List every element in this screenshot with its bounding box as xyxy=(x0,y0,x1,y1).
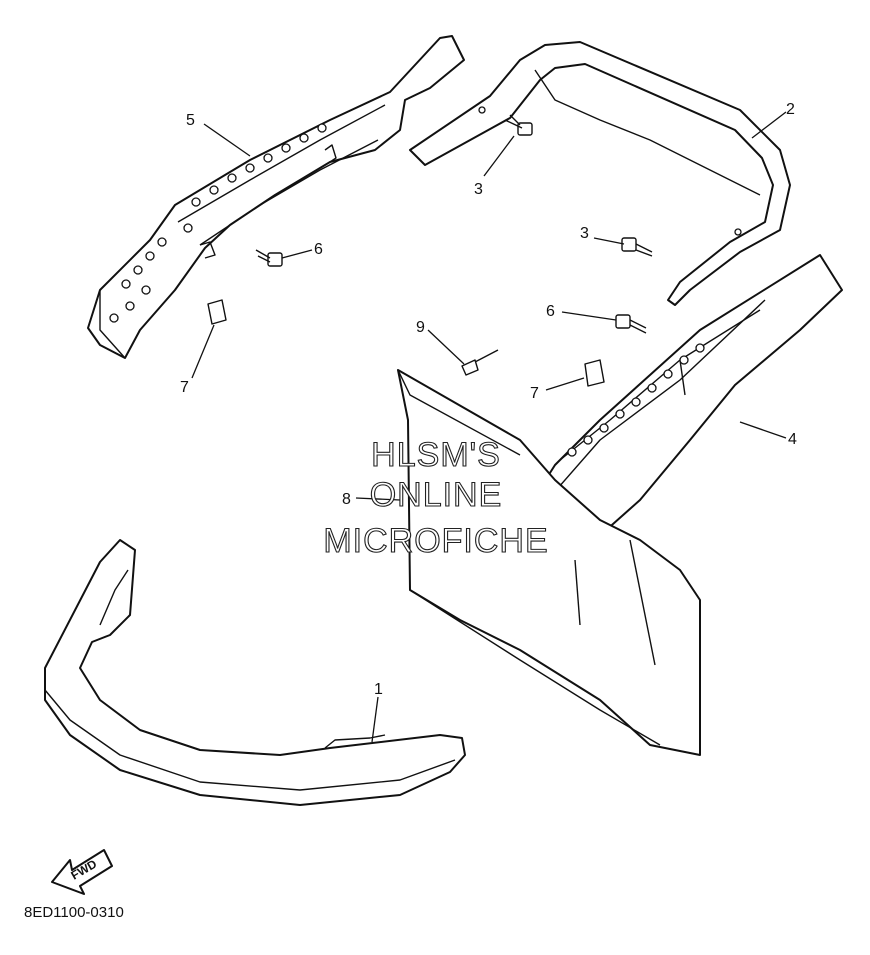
clip-7-right xyxy=(584,359,605,387)
bolt-6-left xyxy=(255,249,283,267)
diagram-code: 8ED1100-0310 xyxy=(24,904,124,921)
callout-1: 1 xyxy=(374,681,383,698)
callout-6-right: 6 xyxy=(546,303,555,320)
clip-7-left xyxy=(207,299,227,325)
callout-8: 8 xyxy=(342,491,351,508)
callout-3-upper: 3 xyxy=(474,181,483,198)
part-8-rear-flap xyxy=(397,369,701,756)
callout-7-right: 7 xyxy=(530,385,539,402)
callout-3-lower: 3 xyxy=(580,225,589,242)
callout-7-left: 7 xyxy=(180,379,189,396)
leader-lines xyxy=(191,111,787,743)
watermark-line-2: ONLINE xyxy=(370,476,503,514)
watermark-line-3: MICROFICHE xyxy=(323,522,548,560)
callout-6-left: 6 xyxy=(314,241,323,258)
bolt-3-lower xyxy=(621,237,653,257)
bolt-3-upper xyxy=(504,114,533,136)
callout-5: 5 xyxy=(186,112,195,129)
callout-2: 2 xyxy=(786,101,795,118)
part-2-rear-tube-bar xyxy=(409,41,791,306)
callout-9: 9 xyxy=(416,319,425,336)
part-1-front-bumper xyxy=(44,539,466,806)
callout-4: 4 xyxy=(788,431,797,448)
rivet-9 xyxy=(461,349,499,376)
bolt-6-right xyxy=(615,314,647,334)
fwd-arrow-icon: FWD xyxy=(51,849,113,895)
part-5-left-grab-rail xyxy=(87,35,465,359)
watermark-line-1: HLSM'S xyxy=(371,436,501,474)
